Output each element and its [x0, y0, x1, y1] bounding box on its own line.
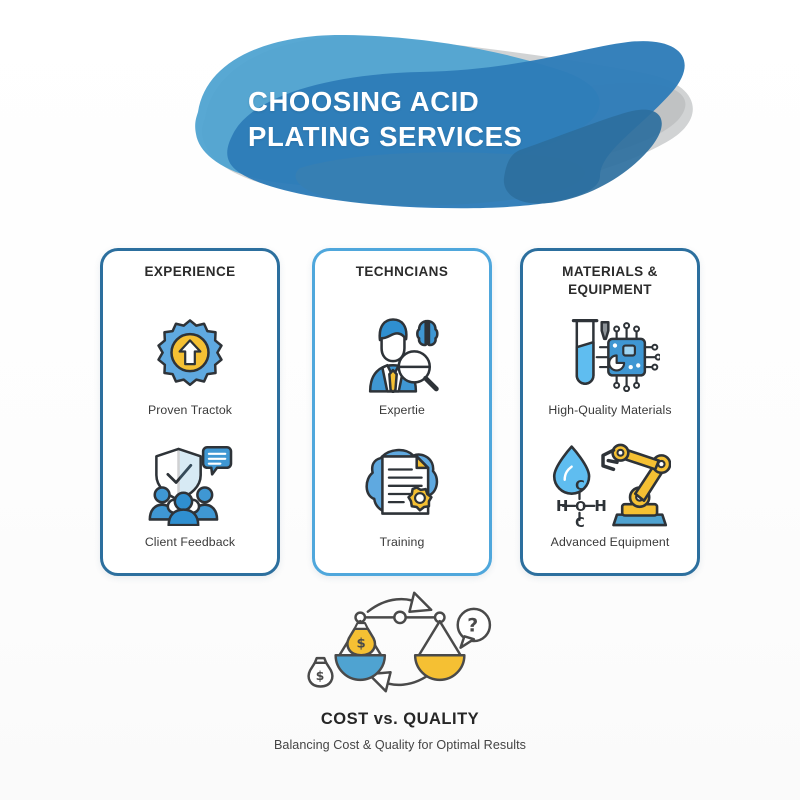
arrow-up-glyph: [178, 339, 202, 366]
svg-text:$: $: [316, 669, 325, 683]
svg-text:C: C: [575, 479, 585, 494]
card-experience-item-2[interactable]: Client Feedback: [103, 439, 277, 549]
card-materials-title-line-2: EQUIPMENT: [568, 282, 652, 298]
footer-subtitle: Balancing Cost & Quality for Optimal Res…: [273, 738, 527, 752]
page-title-line-1: CHOOSING ACID: [248, 86, 480, 117]
card-technicians-item-2-label: Training: [379, 535, 425, 549]
card-materials-item-1-label: High-Quality Materials: [548, 403, 672, 417]
card-experience-item-1[interactable]: Proven Tractok: [103, 307, 277, 417]
technician-brain-magnifier-icon: [315, 307, 489, 399]
question-bubble: ?: [456, 607, 492, 649]
header-blob-dark-blue-tail: [503, 109, 662, 204]
gear-arrow-up-icon: [103, 307, 277, 399]
card-materials-item-1[interactable]: High-Quality Materials: [523, 307, 697, 417]
cards-container: EXPERIENCE Proven Tractok: [100, 248, 700, 576]
scale-pan-right: [413, 654, 466, 682]
certificate-seal-icon: [315, 439, 489, 531]
footer-title: COST vs. QUALITY: [320, 710, 480, 728]
page-title: CHOOSING ACID PLATING SERVICES: [0, 84, 800, 154]
card-materials-item-2[interactable]: H C O C H: [523, 439, 697, 549]
card-experience[interactable]: EXPERIENCE Proven Tractok: [100, 248, 280, 576]
card-experience-item-1-label: Proven Tractok: [147, 403, 233, 417]
svg-text:?: ?: [467, 615, 478, 637]
balance-scale-cost-quality-icon: $ $ ?: [0, 591, 800, 693]
header-banner: CHOOSING ACID PLATING SERVICES: [0, 0, 800, 235]
card-materials-title-line-1: MATERIALS &: [562, 264, 658, 279]
svg-text:O: O: [575, 500, 586, 515]
svg-text:H: H: [594, 498, 606, 515]
test-tube-microchip-icon: [523, 307, 697, 399]
page-title-line-2: PLATING SERVICES: [248, 121, 523, 153]
svg-text:H: H: [556, 498, 568, 515]
svg-text:C: C: [575, 516, 585, 527]
shield-check-people-icon: [103, 439, 277, 531]
card-technicians-title: TECHNCIANS: [355, 264, 449, 279]
card-materials-equipment[interactable]: MATERIALS & EQUIPMENT: [520, 248, 700, 576]
card-materials-item-2-label: Advanced Equipment: [550, 535, 670, 549]
droplet-molecule-robot-arm-icon: H C O C H: [523, 439, 697, 531]
money-bag-on-pan: $: [346, 622, 377, 657]
scale-pan-left: [334, 654, 387, 682]
card-technicians[interactable]: TECHNCIANS: [312, 248, 492, 576]
card-technicians-item-1[interactable]: Expertie: [315, 307, 489, 417]
card-experience-item-2-label: Client Feedback: [144, 535, 236, 549]
money-bag-small: $: [307, 656, 334, 688]
card-experience-title: EXPERIENCE: [144, 264, 236, 279]
footer-section: $ $ ? COST vs. QUALITY: [0, 591, 800, 752]
card-technicians-item-1-label: Expertie: [379, 403, 425, 417]
card-technicians-item-2[interactable]: Training: [315, 439, 489, 549]
card-materials-equipment-title: MATERIALS & EQUIPMENT: [523, 263, 697, 299]
svg-text:$: $: [356, 637, 365, 652]
arrow-top-head: [408, 591, 433, 613]
